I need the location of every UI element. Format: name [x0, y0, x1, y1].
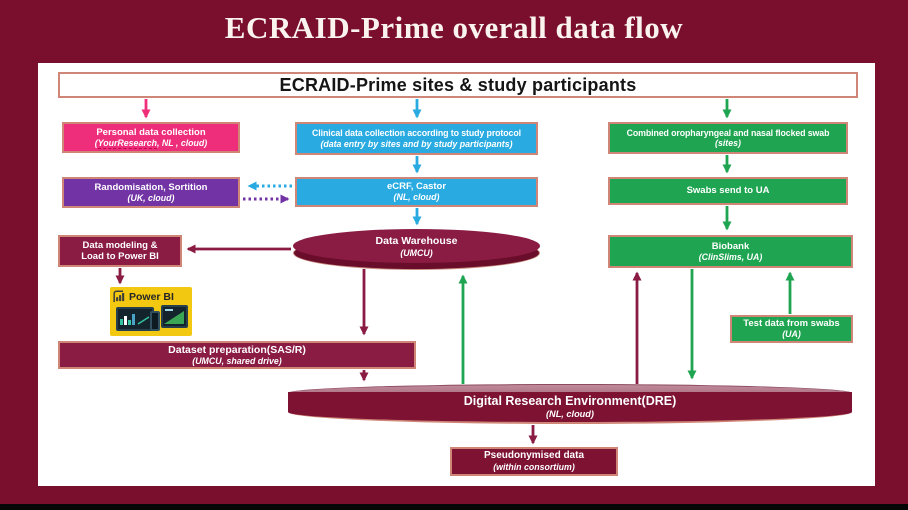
node-subtitle: (UMCU, shared drive) [192, 356, 282, 366]
node-title: Swabs send to UA [686, 185, 770, 197]
phone-icon [150, 311, 160, 331]
node-subtitle: (sites) [715, 138, 741, 148]
node-subtitle: (NL, cloud) [393, 192, 440, 203]
node-title: Combined oropharyngeal and nasal flocked… [626, 127, 830, 138]
node-swabs-send: Swabs send to UA [608, 177, 848, 205]
node-dataset-preparation: Dataset preparation(SAS/R) (UMCU, shared… [58, 341, 416, 369]
node-subtitle: (within consortium) [493, 462, 575, 473]
node-title: Pseudonymised data [483, 450, 585, 462]
cylinder-text: Digital Research Environment(DRE) (NL, c… [288, 394, 852, 420]
node-title-line2: Load to Power BI [81, 251, 159, 262]
node-digital-research-environment: Digital Research Environment(DRE) (NL, c… [288, 384, 852, 425]
node-ecrf-castor: eCRF, Castor (NL, cloud) [295, 177, 538, 207]
node-title: Dataset preparation(SAS/R) [168, 343, 306, 356]
node-subtitle: (ClinSlims, UA) [698, 251, 763, 262]
node-title: Digital Research Environment(DRE) [463, 394, 677, 408]
node-subtitle: (YourResearch, NL , cloud) [94, 137, 208, 150]
node-title: Personal data collection [96, 126, 206, 138]
banner-sites-participants: ECRAID-Prime sites & study participants [58, 72, 858, 98]
node-title: Randomisation, Sortition [94, 181, 208, 193]
node-title-line1: Data modeling & [82, 239, 158, 251]
node-clinical-data-collection: Clinical data collection according to st… [295, 122, 538, 155]
node-test-data: Test data from swabs (UA) [730, 315, 853, 343]
cylinder-top [293, 229, 540, 263]
node-data-modeling: Data modeling & Load to Power BI [58, 235, 182, 267]
tablet-icon [161, 305, 188, 328]
node-power-bi: Power BI [110, 287, 192, 336]
power-bi-label: Power BI [129, 290, 174, 303]
node-pseudonymised-data: Pseudonymised data (within consortium) [450, 447, 618, 476]
page-title: ECRAID-Prime overall data flow [224, 10, 684, 45]
node-title: Test data from swabs [743, 318, 840, 330]
subtitle-underlined: YourResearch [97, 137, 158, 150]
node-title: Biobank [711, 240, 750, 252]
node-title: Clinical data collection according to st… [312, 128, 521, 139]
node-subtitle: (UA) [782, 329, 801, 340]
node-biobank: Biobank (ClinSlims, UA) [608, 235, 853, 268]
power-bi-header: Power BI [113, 289, 189, 304]
laptop-icon [116, 307, 154, 331]
bottom-border-bar [0, 504, 908, 510]
subtitle-suffix: , NL , cloud) [157, 137, 208, 148]
node-data-warehouse: Data Warehouse (UMCU) [293, 229, 540, 271]
power-bi-device-mockup [113, 305, 189, 333]
power-bi-icon [113, 290, 125, 302]
node-title: Data Warehouse [375, 235, 458, 247]
cylinder-text: Data Warehouse (UMCU) [293, 235, 540, 258]
node-subtitle: (UK, cloud) [127, 192, 175, 203]
node-subtitle: (UMCU) [400, 247, 433, 258]
node-combined-swab: Combined oropharyngeal and nasal flocked… [608, 122, 848, 154]
node-personal-data-collection: Personal data collection (YourResearch, … [62, 122, 240, 153]
node-randomisation: Randomisation, Sortition (UK, cloud) [62, 177, 240, 208]
cylinder-body [288, 392, 852, 424]
node-subtitle: (data entry by sites and by study partic… [320, 138, 513, 149]
node-title: eCRF, Castor [386, 181, 447, 193]
node-subtitle: (NL, cloud) [546, 409, 594, 419]
subtitle-prefix: ( [94, 137, 98, 148]
